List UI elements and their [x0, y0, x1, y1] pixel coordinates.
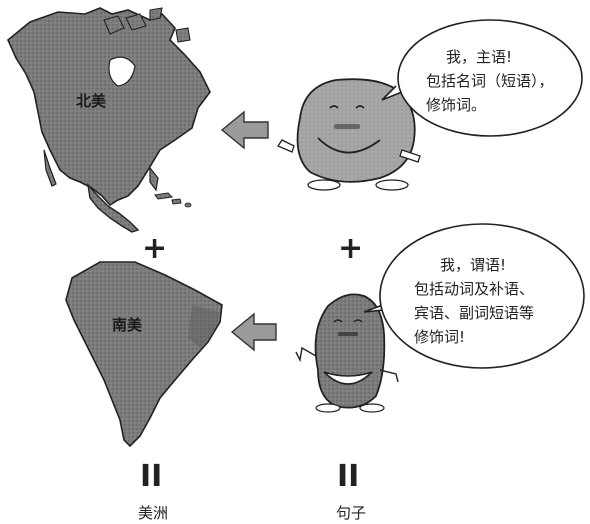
predicate-speech-bubble: 我，谓语! 包括动词及补语、 宾语、副词短语等 修饰词!	[363, 223, 585, 369]
predicate-bubble-line-3: 宾语、副词短语等	[414, 304, 534, 322]
south-america-map: 南美	[65, 261, 223, 448]
arrow-to-north-america	[220, 110, 269, 150]
north-america-label: 北美	[76, 92, 107, 110]
subject-bubble-line-2: 包括名词（短语），	[426, 72, 554, 90]
arrow-to-south-america	[230, 312, 277, 352]
subject-speech-bubble: 我，主语! 包括名词（短语）， 修饰词。	[381, 19, 583, 137]
predicate-bubble-line-2: 包括动词及补语、	[414, 280, 534, 298]
subject-bubble-line-3: 修饰词。	[426, 96, 486, 114]
plus-sign-left: +	[142, 231, 167, 266]
predicate-bubble-line-1: 我，谓语!	[440, 256, 506, 274]
predicate-rock-character	[295, 293, 399, 413]
subject-bubble-line-1: 我，主语!	[446, 48, 512, 66]
equals-sign-right: II	[337, 459, 359, 494]
south-america-label: 南美	[112, 316, 143, 334]
caption-americas: 美洲	[138, 504, 168, 522]
equals-sign-left: II	[140, 459, 162, 494]
predicate-bubble-line-4: 修饰词!	[414, 328, 465, 346]
subject-rock-character	[277, 78, 421, 191]
caption-sentence: 句子	[336, 504, 366, 522]
north-america-map: 北美	[7, 7, 211, 233]
plus-sign-right: +	[338, 231, 363, 266]
